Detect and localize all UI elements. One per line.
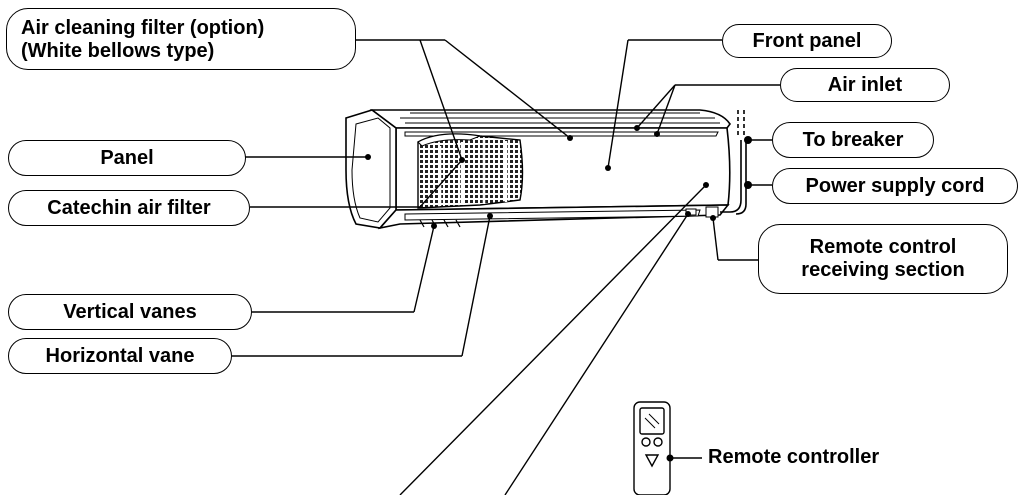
leader-lines bbox=[232, 39, 780, 495]
label-air-cleaning-filter-line2: (White bellows type) bbox=[21, 40, 215, 62]
label-remote-receiving-section: Remote control receiving section bbox=[758, 224, 1008, 294]
label-horizontal-vane: Horizontal vane bbox=[8, 338, 232, 374]
label-to-breaker: To breaker bbox=[772, 122, 934, 158]
power-cord bbox=[720, 110, 747, 215]
leader-dots bbox=[365, 125, 752, 462]
air-filter-mesh bbox=[417, 133, 524, 209]
label-power-supply-cord: Power supply cord bbox=[772, 168, 1018, 204]
label-front-panel: Front panel bbox=[722, 24, 892, 58]
label-vertical-vanes: Vertical vanes bbox=[8, 294, 252, 330]
remote-controller-illustration bbox=[633, 401, 671, 495]
label-air-cleaning-filter: Air cleaning filter (option) (White bell… bbox=[6, 8, 356, 70]
label-catechin-air-filter: Catechin air filter bbox=[8, 190, 250, 226]
label-remote-controller: Remote controller bbox=[708, 446, 880, 468]
indoor-unit bbox=[345, 109, 731, 230]
label-air-inlet: Air inlet bbox=[780, 68, 950, 102]
label-panel: Panel bbox=[8, 140, 246, 176]
label-air-cleaning-filter-line1: Air cleaning filter (option) bbox=[21, 17, 265, 39]
